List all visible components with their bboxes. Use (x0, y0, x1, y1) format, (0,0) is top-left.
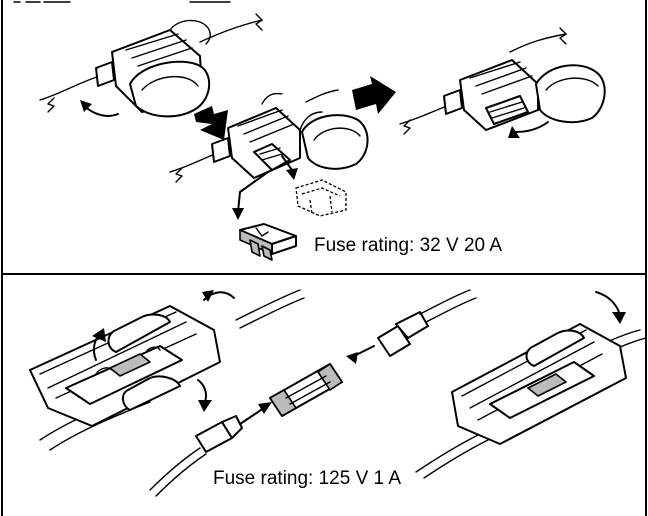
fuse-pull-arrow-icon (232, 155, 298, 220)
glass-holder-arrows-icon (92, 290, 235, 412)
glass-fuse-cable-left-icon (149, 402, 272, 497)
glass-holder-closed-icon (415, 323, 647, 479)
blade-holder-cap-removed-icon (399, 27, 606, 138)
blade-fuse-new-icon (295, 179, 347, 217)
arrow-icon (352, 76, 396, 114)
blade-holder-closed-icon (39, 13, 263, 118)
glass-holder-open-icon (29, 289, 305, 451)
glass-fuse-cable-right-icon (346, 289, 477, 364)
glass-fuse-rating-label: Fuse rating: 125 V 1 A (213, 468, 402, 489)
blade-holder-open-icon (169, 89, 369, 183)
glass-fuse-icon (269, 363, 343, 417)
blade-fuse-icon (239, 223, 297, 261)
blade-fuse-rating-label: Fuse rating: 32 V 20 A (314, 235, 503, 256)
glass-holder-close-arrow-icon (595, 291, 626, 324)
arrow-icon (194, 106, 228, 140)
